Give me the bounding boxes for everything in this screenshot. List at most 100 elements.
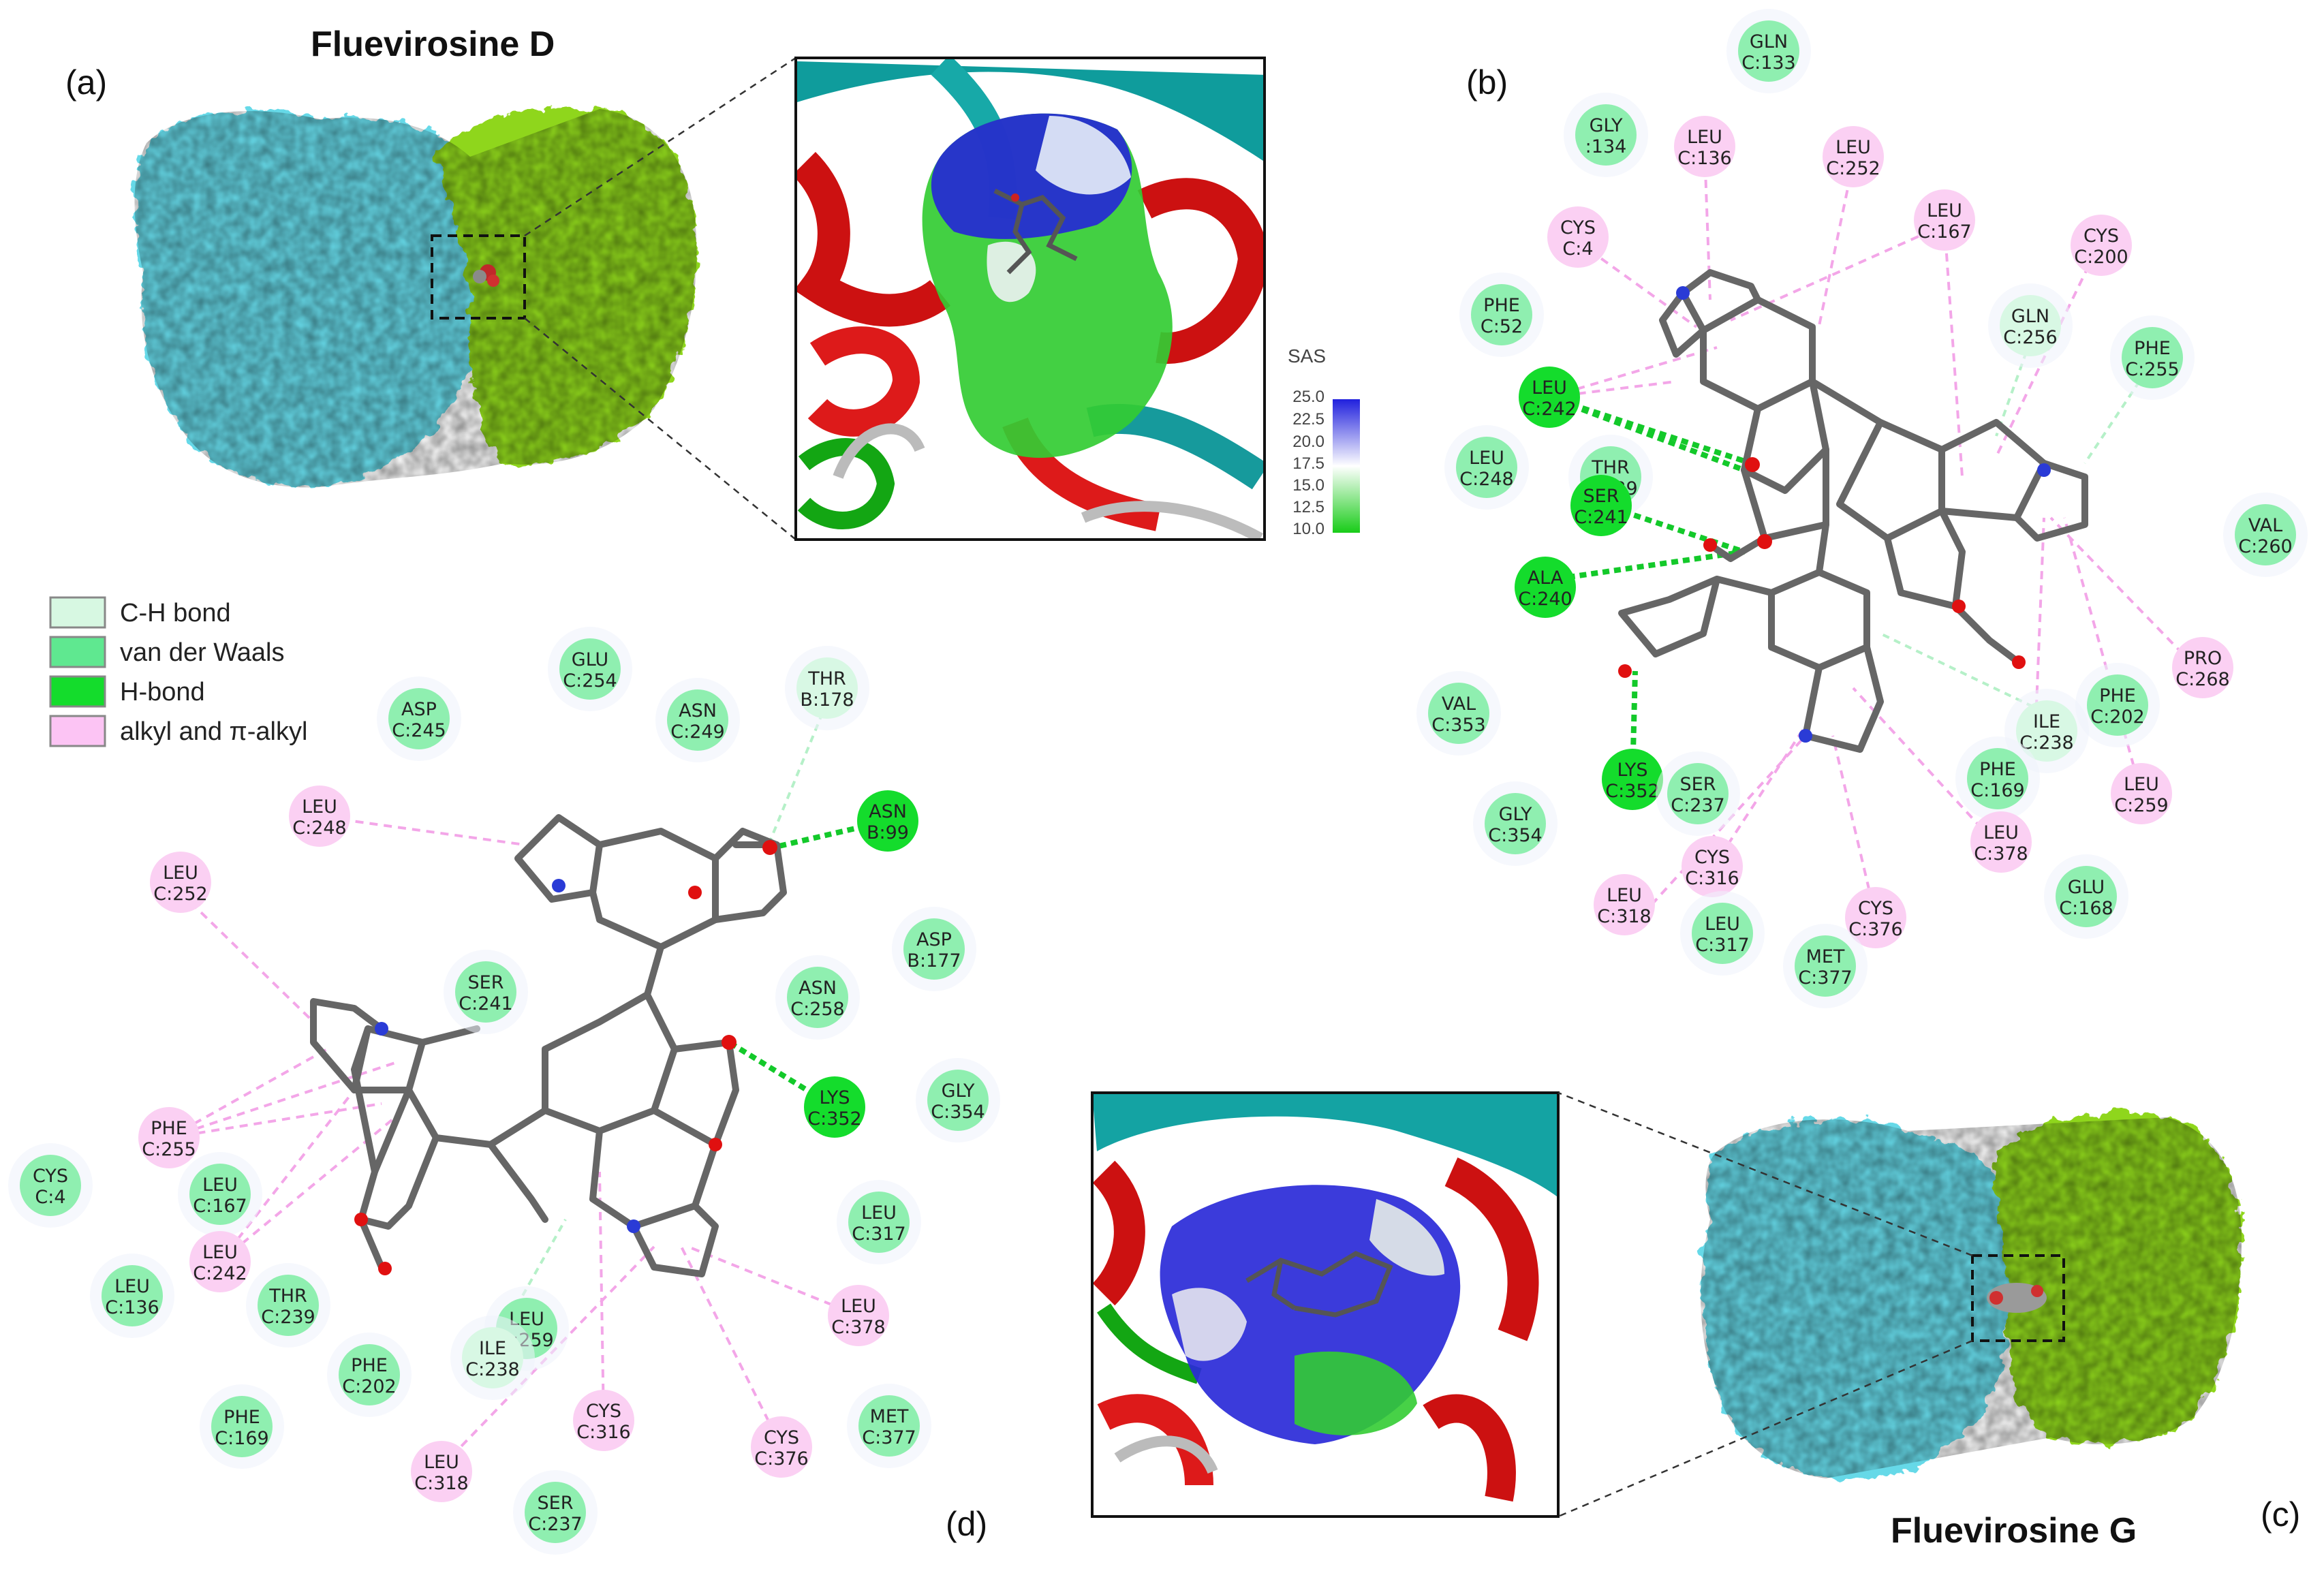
residue-id: C:316 [1685,868,1739,889]
residue-name: GLU [2068,877,2105,898]
residue-bubble [525,1482,586,1543]
residue-name: PHE [2134,338,2171,359]
residue-name: PHE [223,1407,260,1428]
residue-bubble [1570,475,1632,536]
residue-id: B:178 [800,689,854,711]
residue-id: B:177 [907,950,961,971]
residue-id: C:377 [1798,967,1852,989]
residue-bubble [2235,504,2296,565]
residue-bubble [1674,116,1735,177]
residue-bubble [667,689,728,751]
residue-id: C:352 [1605,781,1659,802]
sas-tick: 20.0 [1292,433,1324,451]
legend-label-hbond: H-bond [120,678,205,706]
residue-bubble [1428,683,1489,744]
zoom-guide-line-a-bottom [524,317,796,540]
residue-name: ASP [401,699,437,720]
ligand-ball-c [2031,1285,2043,1297]
residue-bubble [2016,700,2077,762]
residue-id: C:377 [862,1427,916,1448]
interaction-line [2063,517,2143,794]
residue-id: C:378 [1974,843,2028,865]
residue-bubble [1738,20,1799,82]
residue-id: C:252 [1826,158,1880,179]
residue-bubble [2087,674,2148,736]
residue-name: LEU [424,1452,459,1473]
residue-name: MET [870,1406,909,1427]
interaction-line [727,1040,837,1110]
residue-id: C:241 [459,993,512,1014]
residue-bubble [1914,189,1975,251]
legend-swatch-alkyl [49,715,106,747]
residue-name: LEU [163,862,198,884]
ligand-ball-c [1989,1291,2003,1305]
residue-id: C:318 [1597,906,1651,927]
sas-tick: 22.5 [1292,410,1324,429]
residue-bubble [388,688,450,749]
residue-name: PHE [351,1355,388,1376]
residue-id: C:252 [153,884,207,905]
residue-bubble [927,1070,989,1131]
zoom-pocket-a [794,57,1266,541]
residue-id: C:237 [1671,795,1724,816]
interaction-line [1730,223,1945,322]
residue-bubble [2122,327,2183,388]
residue-bubble [1845,887,1906,948]
residue-name: GLU [572,649,608,670]
sas-tick: 15.0 [1292,476,1324,495]
residue-id: C:237 [528,1514,582,1535]
residue-id: C:202 [2090,706,2144,728]
residue-bubble [2056,866,2117,927]
residue-name: ALA [1528,567,1564,589]
residue-bubble [1823,126,1884,187]
residue-id: C:242 [193,1263,247,1284]
residue-name: GLY [1499,804,1532,825]
ligand-fluevirosine-d-b [1618,269,2088,753]
title-fluevirosine-d: Fluevirosine D [311,25,555,64]
residue-bubble [1602,749,1663,810]
residue-bubble [796,657,858,719]
residue-id: C:202 [342,1376,396,1397]
residue-name: PRO [2184,648,2222,669]
residue-bubble [1594,874,1655,935]
panel-a: (a) Fluevirosine D [65,25,1360,541]
residue-id: C:168 [2059,898,2113,919]
zoom-pocket-c [1091,1091,1560,1518]
residue-id: C:167 [193,1196,247,1217]
residue-id: C:52 [1481,316,1523,337]
residue-name: VAL [1442,694,1476,715]
residue-id: C:258 [790,999,844,1020]
residue-id: C:133 [1741,52,1795,74]
residue-bubble [751,1416,812,1478]
panel-d: (d) [8,627,1000,1555]
interaction-line [168,1061,396,1139]
residue-id: C:256 [2003,327,2057,348]
residue-name: CYS [586,1401,621,1422]
residue-bubble [848,1192,910,1253]
ligand-fluevirosine-g-d [310,814,787,1277]
zoom-frame-a [794,57,1266,541]
residue-id: C:136 [1677,148,1731,169]
residue-bubble [1519,367,1580,428]
residue-name: LEU [1687,127,1722,148]
residue-name: LEU [1469,448,1504,469]
residue-id: C:317 [1695,935,1749,956]
residue-name: PHE [2099,685,2136,706]
interaction-line [168,1102,382,1139]
residue-bubble [573,1390,634,1451]
